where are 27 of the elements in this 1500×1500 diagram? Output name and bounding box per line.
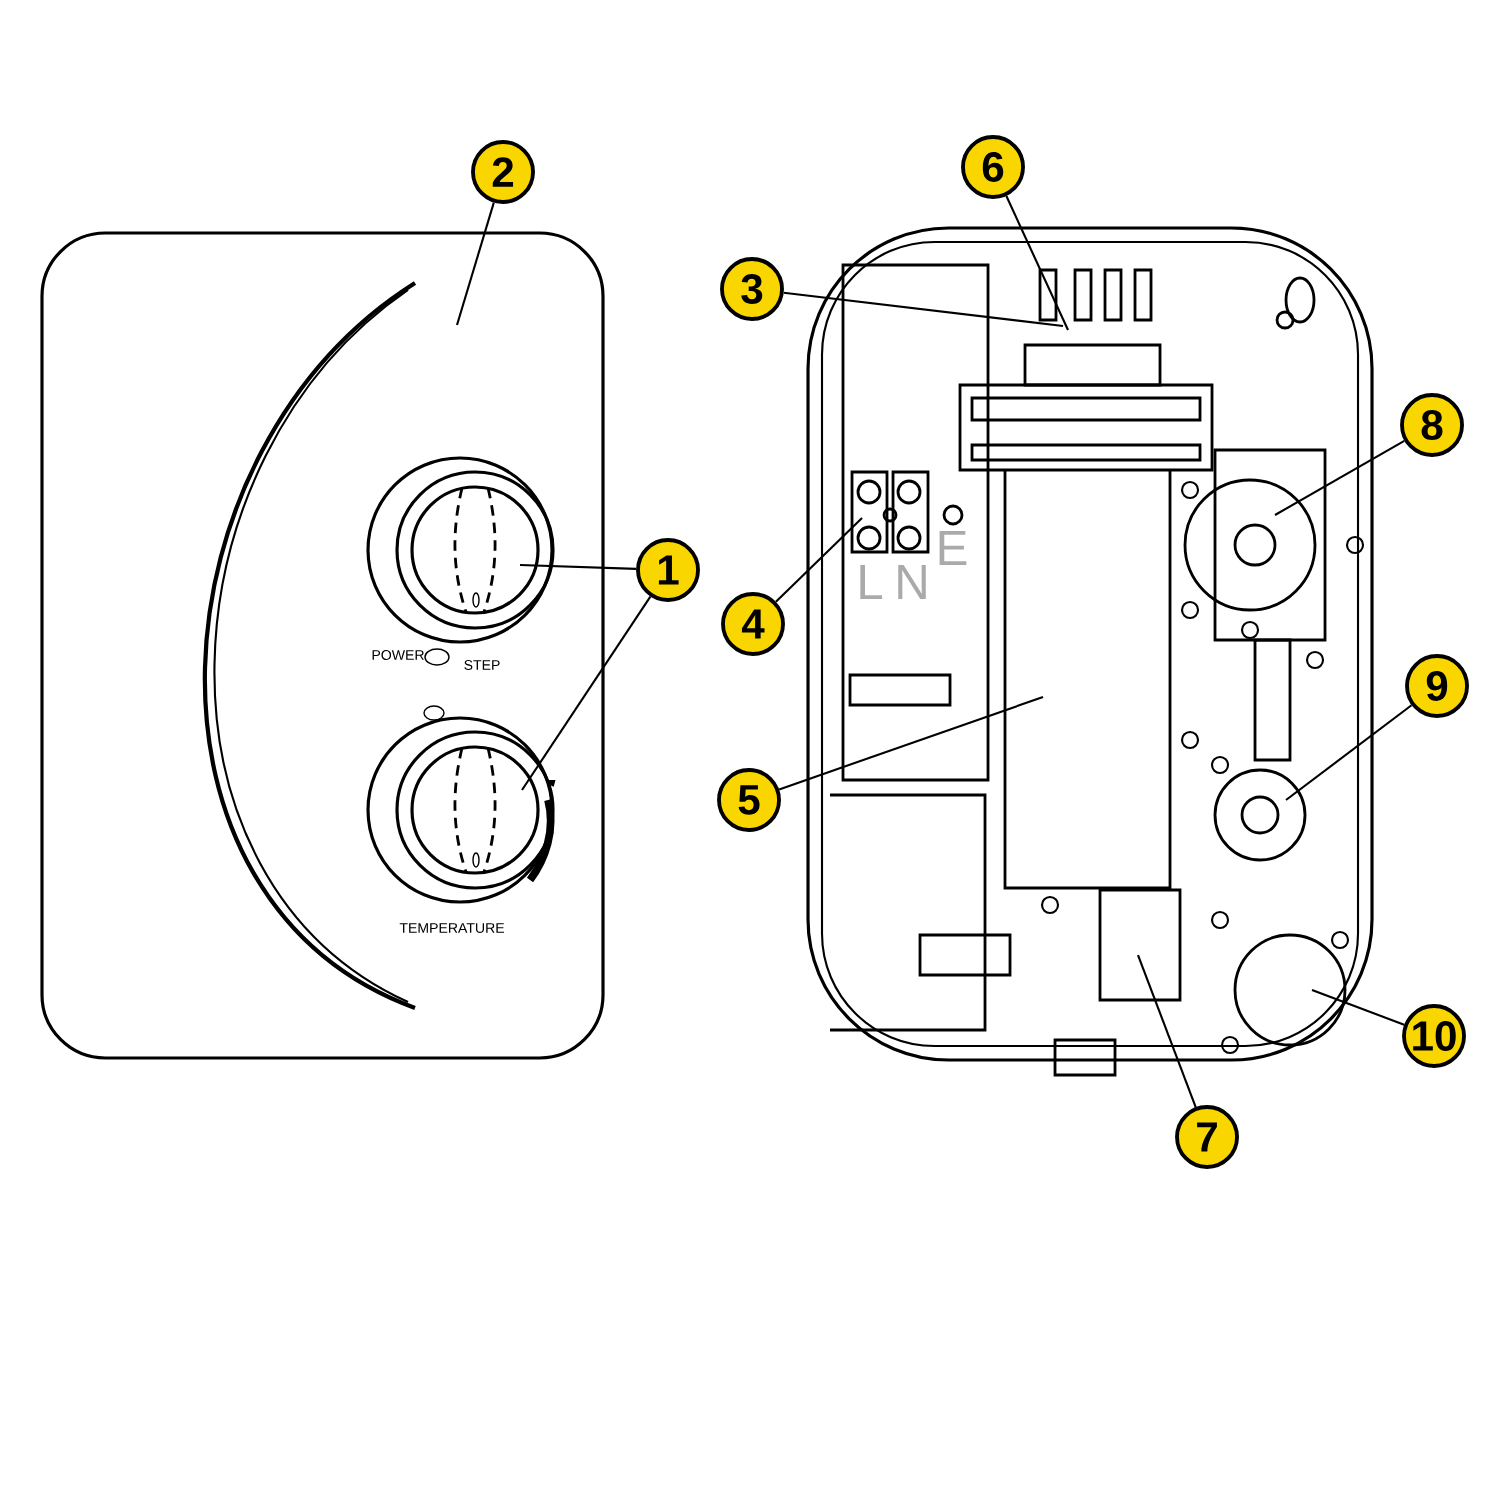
- panel-label: STEP: [464, 660, 500, 670]
- leader-line: [1311, 989, 1405, 1026]
- leader-line: [1005, 195, 1069, 331]
- terminal-letter: E: [939, 531, 967, 565]
- leader-line: [1137, 954, 1197, 1108]
- panel-label: TEMPERATURE: [399, 923, 504, 933]
- leader-line: [1274, 440, 1405, 516]
- callout-number: 10: [1402, 1004, 1466, 1068]
- leader-line: [519, 563, 637, 570]
- leader-line: [1285, 704, 1413, 801]
- leader-line: [778, 696, 1044, 791]
- leader-line: [775, 517, 863, 603]
- terminal-letter: N: [898, 565, 926, 599]
- leader-line: [783, 291, 1064, 328]
- callout-number: 7: [1175, 1105, 1239, 1169]
- callout-number: 6: [961, 135, 1025, 199]
- terminal-letter: L: [860, 565, 883, 599]
- callout-number: 1: [636, 538, 700, 602]
- leader-line: [456, 202, 495, 326]
- callout-number: 9: [1405, 654, 1469, 718]
- callout-number: 4: [721, 592, 785, 656]
- panel-label: POWER: [372, 650, 424, 660]
- callout-number: 5: [717, 768, 781, 832]
- callout-number: 3: [720, 257, 784, 321]
- leader-line: [521, 596, 652, 791]
- callout-number: 8: [1400, 393, 1464, 457]
- callout-number: 2: [471, 140, 535, 204]
